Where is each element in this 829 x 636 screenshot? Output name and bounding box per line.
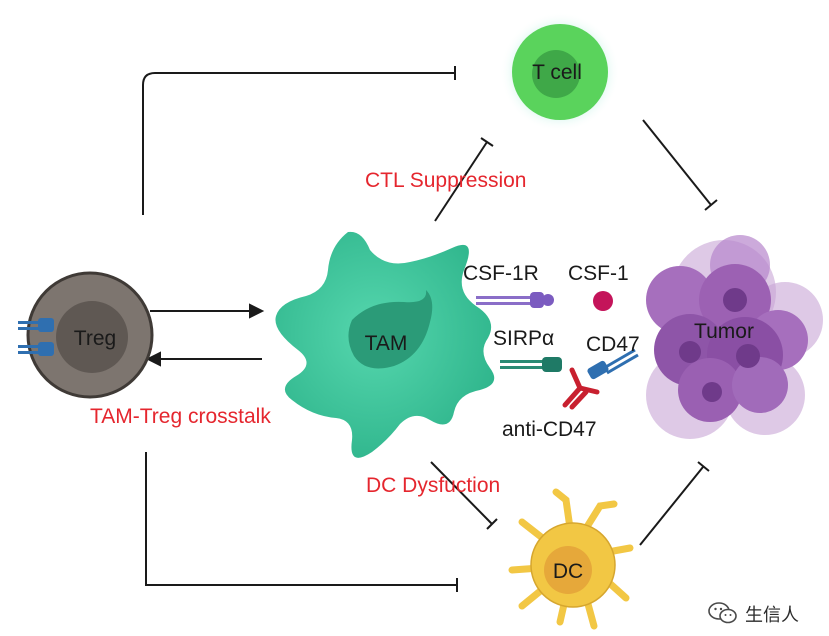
tcell-to-tumor-inhibition — [642, 119, 712, 206]
treg-receptor-icon — [18, 318, 54, 356]
anti-cd47-label: anti-CD47 — [502, 418, 597, 441]
dc-label: DC — [553, 560, 583, 583]
treg: Treg — [18, 271, 154, 399]
tam-to-dc-inhibition — [430, 461, 493, 525]
tcell: T cell — [500, 12, 620, 132]
ctl-suppression-annotation: CTL Suppression — [365, 169, 526, 192]
tam-to-tcell-inhibition — [434, 141, 488, 222]
watermark-text: 生信人 — [745, 605, 799, 626]
dc-to-tumor-inhibition — [639, 466, 704, 546]
treg-to-tcell-inhibition — [142, 72, 455, 215]
csf1-label: CSF-1 — [568, 262, 629, 285]
tam-nucleus — [348, 290, 433, 369]
dc: DC — [508, 488, 634, 630]
treg-nucleus — [56, 301, 128, 373]
tcell-label: T cell — [532, 61, 582, 84]
tumor: Tumor — [646, 235, 823, 439]
csf1r-receptor-icon — [476, 292, 554, 308]
csf1-ligand-icon — [593, 291, 613, 311]
connector-lines — [142, 66, 718, 592]
treg-label: Treg — [74, 327, 116, 350]
wechat-icon — [708, 602, 737, 624]
cd47-ligand-icon — [587, 348, 639, 380]
tam-treg-crosstalk-annotation: TAM-Treg crosstalk — [90, 405, 271, 428]
csf1r-label: CSF-1R — [463, 262, 539, 285]
tam: TAM — [275, 231, 495, 458]
sirpa-receptor-icon — [500, 357, 562, 372]
anti-cd47-antibody-icon — [562, 367, 600, 410]
cd47-label: CD47 — [586, 333, 640, 356]
tam-label: TAM — [365, 332, 408, 355]
dc-dysfunction-annotation: DC Dysfuction — [366, 474, 500, 497]
tumor-label: Tumor — [694, 320, 754, 343]
treg-tam-arrows — [145, 303, 265, 367]
tcell-nucleus — [532, 50, 580, 98]
sirpa-label: SIRPα — [493, 327, 554, 350]
dc-nucleus — [544, 546, 592, 594]
treg-to-dc-inhibition — [145, 452, 457, 586]
